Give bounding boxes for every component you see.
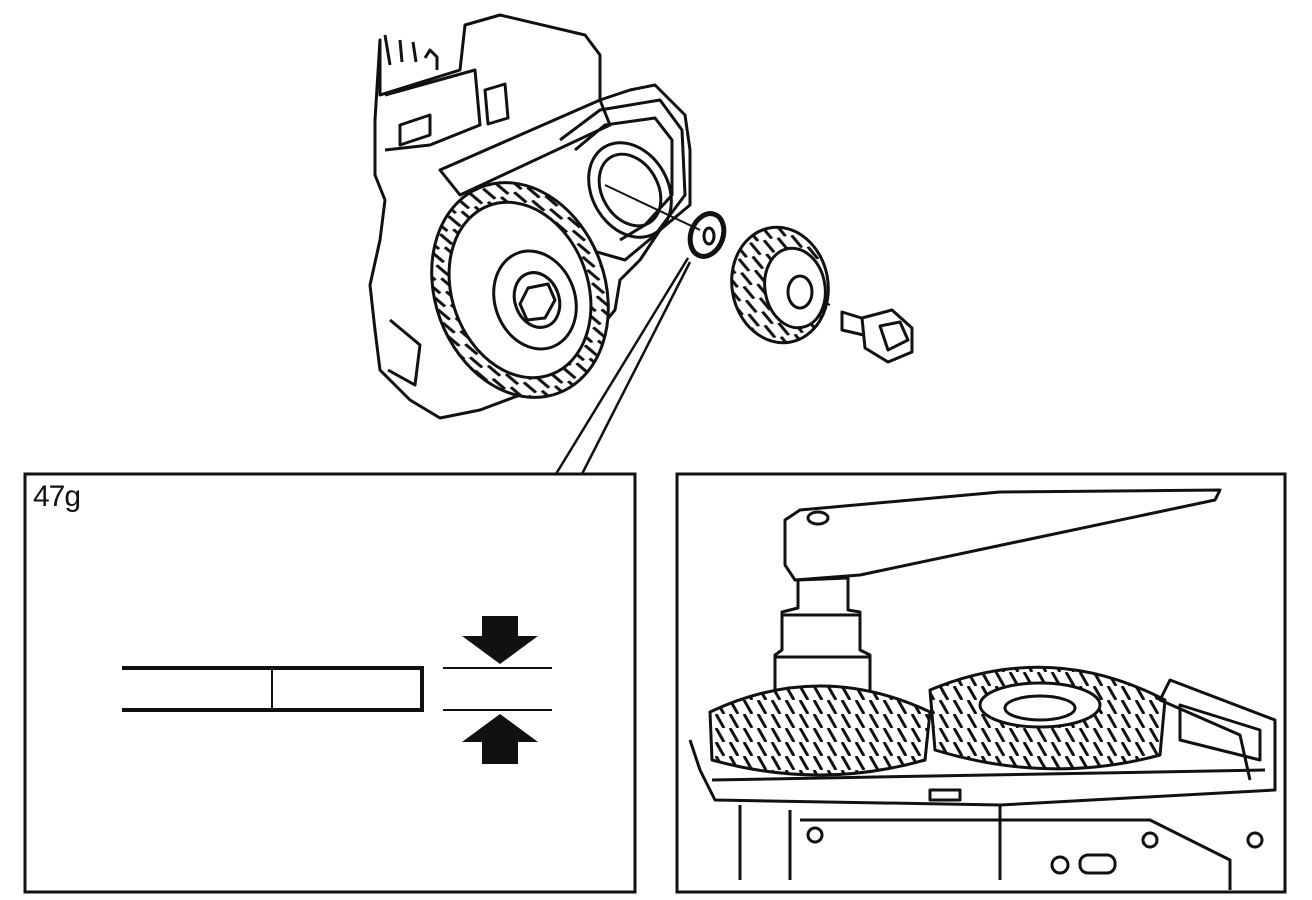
- thickness-measure-arrows: [443, 616, 552, 764]
- transmission-case-exploded-view: [368, 13, 914, 475]
- callout-frame: [23, 472, 637, 894]
- arrow-down-icon: [462, 616, 538, 664]
- arrow-up-icon: [462, 714, 538, 764]
- washer-thickness-callout: [23, 472, 637, 894]
- washer-cross-section: [122, 666, 424, 712]
- callout-label: 47g: [33, 480, 81, 513]
- torque-wrench-install-view: [675, 472, 1287, 894]
